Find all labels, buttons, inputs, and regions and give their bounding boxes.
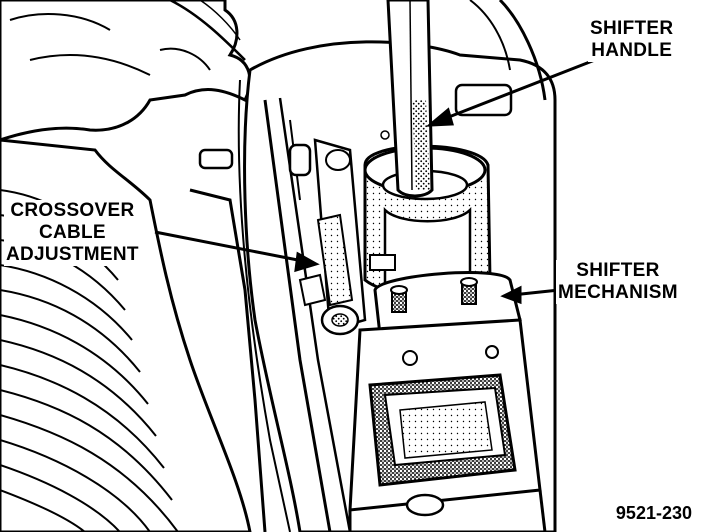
label-shifter-mechanism: SHIFTER MECHANISM	[556, 260, 680, 304]
shifter-housing	[348, 318, 547, 532]
mounting-stud-right	[460, 277, 478, 305]
label-shifter-handle: SHIFTER HANDLE	[588, 18, 676, 62]
label-shifter-mechanism-line1: SHIFTER	[576, 260, 660, 281]
label-crossover-line1: CROSSOVER	[10, 200, 135, 221]
arrowhead-crossover-cable	[294, 251, 320, 273]
label-crossover-cable-adjustment: CROSSOVER CABLE ADJUSTMENT	[4, 200, 141, 266]
label-shifter-handle-line2: HANDLE	[591, 40, 673, 61]
left-seat	[0, 0, 252, 532]
hand	[0, 0, 252, 142]
mounting-stud-left	[390, 285, 408, 313]
leader-crossover-cable	[154, 230, 309, 264]
label-shifter-mechanism-line2: MECHANISM	[558, 282, 678, 303]
label-crossover-line3: ADJUSTMENT	[6, 244, 139, 265]
arrowhead-shifter-mechanism	[500, 285, 522, 305]
leader-shifter-handle	[435, 56, 601, 124]
shifter-handle-shaft	[386, 0, 434, 198]
figure-id: 9521-230	[613, 503, 694, 524]
arrowhead-shifter-handle	[425, 107, 454, 127]
label-shifter-handle-line1: SHIFTER	[590, 18, 674, 39]
leader-lines	[154, 56, 601, 305]
crossover-cable-linkage	[288, 130, 390, 336]
label-crossover-line2: CABLE	[38, 222, 106, 243]
